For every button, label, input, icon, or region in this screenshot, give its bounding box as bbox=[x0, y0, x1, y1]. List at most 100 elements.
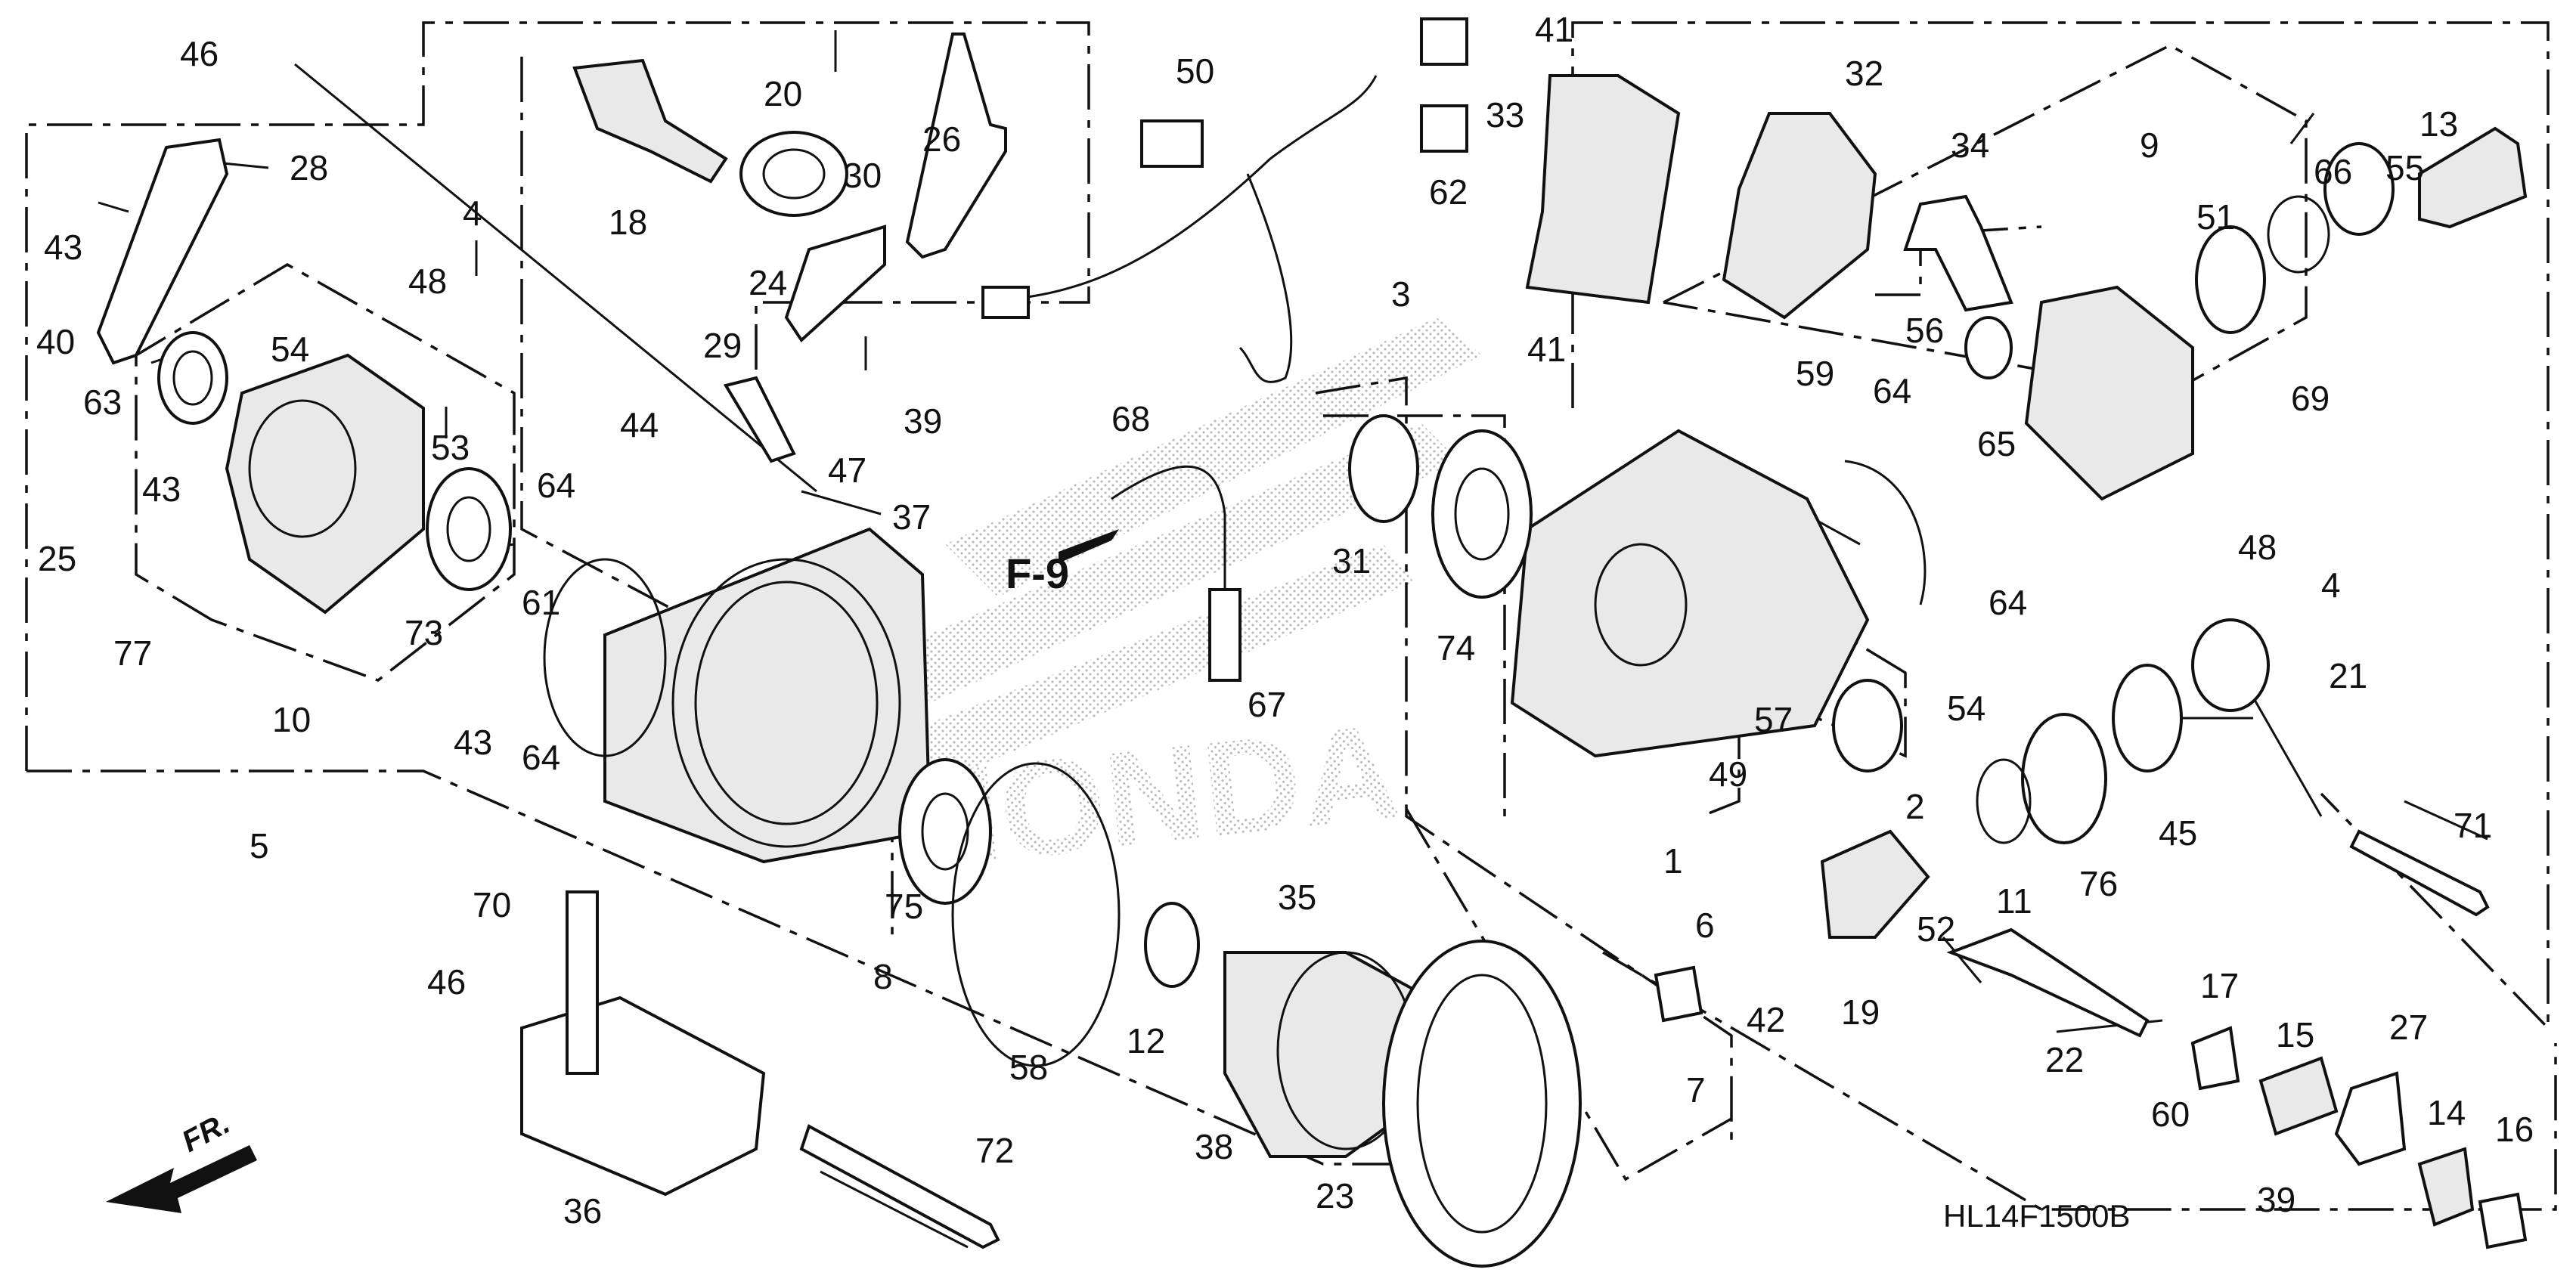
callout-12: 12 bbox=[1127, 1021, 1165, 1061]
callout-25: 25 bbox=[38, 539, 76, 578]
callout-48: 48 bbox=[408, 262, 447, 301]
collar-17 bbox=[2190, 1026, 2240, 1091]
callout-54: 54 bbox=[271, 330, 309, 369]
bolt-72 bbox=[799, 1124, 1000, 1249]
callout-77: 77 bbox=[113, 633, 152, 673]
spring-14 bbox=[2417, 1147, 2475, 1227]
callout-19: 19 bbox=[1841, 992, 1880, 1032]
callout-9: 9 bbox=[2140, 125, 2159, 165]
spring-15 bbox=[2258, 1056, 2339, 1136]
ring-61 bbox=[543, 558, 667, 757]
callout-67: 67 bbox=[1248, 685, 1286, 724]
cover-33 bbox=[1525, 74, 1681, 305]
callout-39: 39 bbox=[904, 401, 942, 441]
callout-23: 23 bbox=[1316, 1176, 1354, 1215]
connector-3a bbox=[981, 286, 1030, 319]
callout-15: 15 bbox=[2276, 1015, 2314, 1054]
callout-35: 35 bbox=[1278, 878, 1316, 917]
holder-1 bbox=[1654, 965, 1703, 1023]
callout-71: 71 bbox=[2454, 806, 2492, 845]
callout-69: 69 bbox=[2291, 379, 2330, 418]
cover-9 bbox=[2024, 285, 2194, 501]
callout-41b: 41 bbox=[1527, 330, 1566, 369]
callout-74: 74 bbox=[1437, 628, 1475, 667]
callouts: 46 43 28 40 63 25 77 54 10 43 4 48 53 64… bbox=[36, 10, 2534, 1231]
callout-5: 5 bbox=[250, 826, 269, 865]
callout-39b: 39 bbox=[2257, 1180, 2295, 1219]
callout-51: 51 bbox=[2196, 197, 2235, 237]
callout-50: 50 bbox=[1176, 51, 1214, 91]
callout-40: 40 bbox=[36, 322, 75, 361]
seal-55 bbox=[2323, 142, 2395, 236]
callout-4b: 4 bbox=[2321, 565, 2341, 605]
shaft-13 bbox=[2418, 126, 2528, 229]
callout-47: 47 bbox=[828, 451, 866, 490]
callout-4: 4 bbox=[463, 194, 482, 233]
gasket-59 bbox=[1844, 460, 1927, 605]
callout-7: 7 bbox=[1686, 1070, 1706, 1110]
callout-10: 10 bbox=[272, 700, 311, 739]
callout-43: 43 bbox=[44, 228, 82, 267]
callout-6: 6 bbox=[1695, 906, 1715, 945]
callout-11: 11 bbox=[1996, 881, 2032, 921]
callout-18: 18 bbox=[609, 203, 647, 242]
oring-58 bbox=[951, 762, 1121, 1067]
callout-31: 31 bbox=[1332, 541, 1371, 581]
callout-58: 58 bbox=[1009, 1048, 1048, 1087]
seal-31 bbox=[1348, 414, 1419, 523]
bracket-36 bbox=[520, 995, 766, 1197]
plate-27 bbox=[2334, 1071, 2407, 1166]
callout-32: 32 bbox=[1845, 54, 1883, 93]
callout-26: 26 bbox=[922, 119, 961, 159]
callout-62: 62 bbox=[1429, 172, 1468, 212]
callout-54b: 54 bbox=[1947, 689, 1985, 728]
callout-24: 24 bbox=[749, 263, 787, 302]
callout-46b: 46 bbox=[427, 962, 466, 1002]
sensor-top bbox=[1420, 17, 1468, 66]
callout-55: 55 bbox=[2385, 148, 2424, 187]
callout-56: 56 bbox=[1905, 311, 1944, 350]
callout-14: 14 bbox=[2427, 1093, 2466, 1132]
part-drawings bbox=[96, 17, 2528, 1268]
guard-32 bbox=[1722, 112, 1877, 320]
callout-64b: 64 bbox=[522, 738, 560, 777]
callout-36: 36 bbox=[563, 1191, 602, 1231]
callout-42: 42 bbox=[1747, 1000, 1785, 1039]
callout-66: 66 bbox=[2314, 152, 2352, 191]
bearing-75 bbox=[898, 758, 992, 905]
harness-3 bbox=[982, 75, 1378, 304]
callout-1: 1 bbox=[1663, 841, 1683, 881]
connector-62 bbox=[1420, 104, 1468, 153]
callout-3: 3 bbox=[1391, 274, 1411, 314]
callout-59: 59 bbox=[1796, 354, 1834, 393]
callout-20: 20 bbox=[764, 74, 802, 113]
rod-26 bbox=[905, 33, 1007, 259]
callout-22: 22 bbox=[2045, 1040, 2084, 1079]
callout-57: 57 bbox=[1754, 700, 1793, 739]
bearing-74 bbox=[1431, 429, 1533, 599]
callout-37: 37 bbox=[892, 497, 931, 537]
connector-50 bbox=[1140, 119, 1204, 168]
housing-main bbox=[1510, 429, 1870, 758]
circlip-66 bbox=[2267, 195, 2330, 274]
callout-73: 73 bbox=[405, 613, 443, 652]
pinion-19 bbox=[1820, 829, 1930, 939]
callout-13: 13 bbox=[2419, 104, 2458, 144]
callout-34: 34 bbox=[1951, 125, 1989, 165]
callout-29: 29 bbox=[703, 326, 742, 365]
front-arrow-label: FR. bbox=[177, 1107, 236, 1159]
bearing-51 bbox=[2195, 225, 2266, 334]
cover-10 bbox=[225, 353, 425, 615]
callout-33: 33 bbox=[1486, 95, 1524, 135]
shaft-18 bbox=[572, 58, 728, 184]
callout-72: 72 bbox=[975, 1131, 1014, 1170]
callout-43c: 43 bbox=[454, 723, 492, 762]
seal-56 bbox=[1964, 316, 2013, 379]
bolt-71 bbox=[2349, 829, 2490, 917]
plate-29 bbox=[723, 376, 796, 463]
callout-8: 8 bbox=[873, 957, 893, 996]
callout-44: 44 bbox=[620, 405, 659, 444]
bracket-28 bbox=[96, 138, 229, 365]
shift-shaft-22 bbox=[1946, 927, 2150, 1038]
